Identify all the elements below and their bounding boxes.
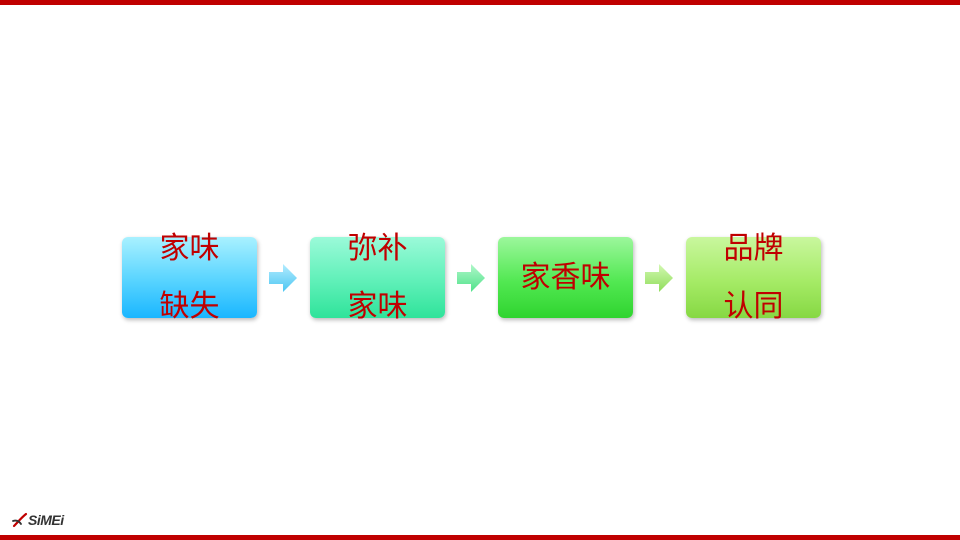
flow-step-4: 品牌 认同 — [686, 231, 821, 324]
flow-step-3-line-1: 家香味 — [520, 259, 611, 295]
flow-step-1-line-1: 家味 — [159, 230, 220, 266]
flow-step-4-line-2: 认同 — [723, 288, 784, 324]
flow-step-4-line-1: 品牌 — [723, 230, 784, 266]
right-arrow-icon — [645, 264, 673, 292]
flow-step-1-line-2: 缺失 — [159, 288, 220, 324]
flow-step-2-line-2: 家味 — [347, 288, 408, 324]
logo-mark-icon — [12, 512, 28, 528]
logo-text: SiMEi — [28, 512, 64, 528]
flow-step-2: 弥补 家味 — [310, 231, 445, 324]
brand-logo: SiMEi — [12, 511, 64, 529]
flow-step-2-line-1: 弥补 — [347, 230, 408, 266]
flow-step-3: 家香味 — [498, 237, 633, 318]
right-arrow-icon — [269, 264, 297, 292]
bottom-accent-bar — [0, 535, 960, 540]
flow-step-1: 家味 缺失 — [122, 231, 257, 324]
top-accent-bar — [0, 0, 960, 5]
right-arrow-icon — [457, 264, 485, 292]
